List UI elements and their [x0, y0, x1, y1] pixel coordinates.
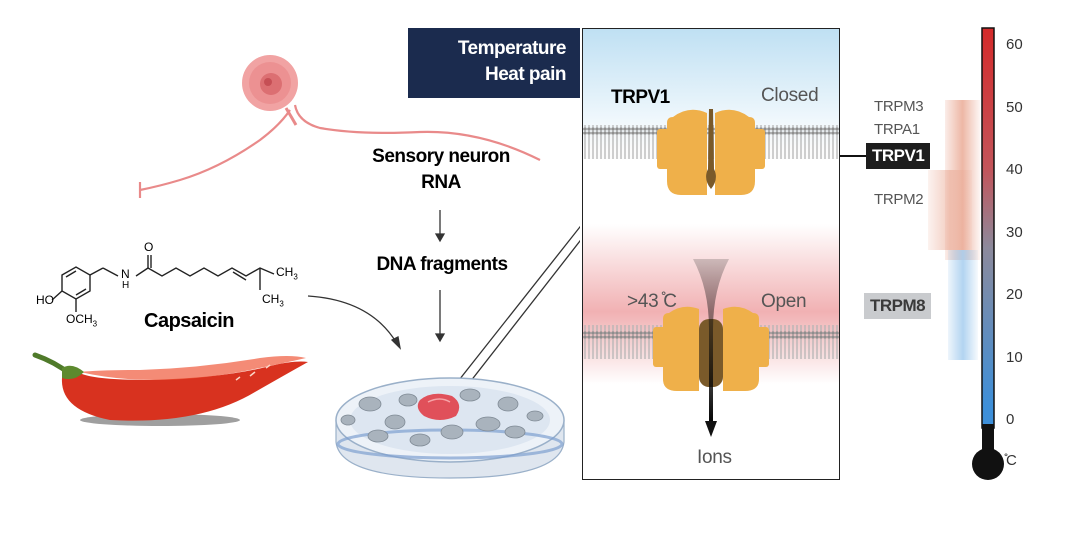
- capsaicin-structure-icon: [51, 255, 275, 312]
- petri-dish-icon: [335, 377, 565, 479]
- atom-ho: HO: [36, 293, 54, 307]
- atom-h: H: [122, 280, 130, 291]
- trpv1-channel-panel: TRPV1 Closed >43 ̊C Open Ions: [582, 28, 840, 480]
- flow-arrows: [307, 210, 580, 401]
- sensory-neuron-label: Sensory neuron: [372, 146, 510, 167]
- chili-pepper-icon: [32, 352, 308, 426]
- thermometer-tick-10: 10: [1006, 348, 1023, 366]
- atom-ch3-top: CH3: [276, 265, 298, 282]
- receptor-trpa1: TRPA1: [874, 121, 920, 138]
- thermometer-unit: ̊C: [1006, 452, 1017, 469]
- closed-label: Closed: [761, 85, 819, 106]
- dna-fragments-label: DNA fragments: [376, 254, 508, 275]
- threshold-label: >43 ̊C: [627, 291, 677, 312]
- ion-flow: [693, 259, 729, 425]
- thermometer-tick-30: 30: [1006, 223, 1023, 241]
- open-channel-icon: [653, 306, 769, 391]
- capsaicin-label: Capsaicin: [144, 310, 234, 332]
- thermometer-tick-60: 60: [1006, 36, 1023, 53]
- atom-och3: OCH3: [66, 312, 98, 329]
- left-illustration: [32, 55, 580, 479]
- channel-illustration: [583, 29, 839, 437]
- channel-name-label: TRPV1: [611, 87, 670, 108]
- receptor-trpv1: TRPV1: [866, 143, 931, 169]
- thermometer-tick-20: 20: [1006, 286, 1023, 303]
- header-line-temperature: Temperature: [457, 38, 567, 59]
- thermometer-tick-50: 50: [1006, 98, 1023, 116]
- receptor-bands: [840, 100, 980, 360]
- header-line-heat-pain: Heat pain: [484, 64, 567, 85]
- neuron-icon: [138, 55, 541, 198]
- rna-label: RNA: [421, 172, 461, 193]
- ions-label: Ions: [697, 447, 732, 468]
- atom-n: N: [121, 267, 130, 281]
- receptor-trpm2: TRPM2: [874, 191, 924, 208]
- atom-o: O: [144, 240, 154, 254]
- open-label: Open: [761, 291, 807, 312]
- closed-channel-icon: [657, 109, 765, 195]
- temperature-header: Temperature Heat pain: [408, 28, 580, 98]
- thermometer-tick-40: 40: [1006, 161, 1023, 178]
- receptor-trpm3: TRPM3: [874, 98, 924, 115]
- atom-ch3-bottom: CH3: [262, 292, 284, 309]
- receptor-trpm8: TRPM8: [864, 293, 932, 319]
- thermometer-icon: [972, 27, 1004, 480]
